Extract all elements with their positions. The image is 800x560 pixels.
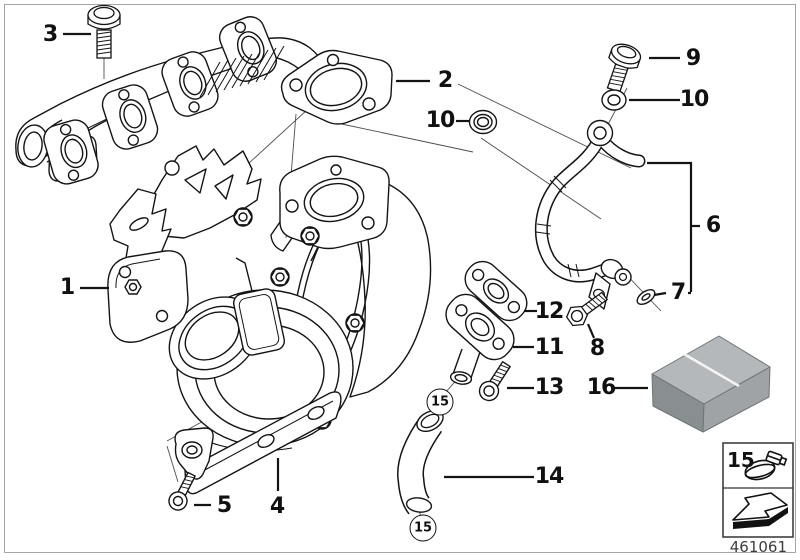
exhaust-gasket-drawing	[280, 49, 393, 125]
legend-box[interactable]	[722, 442, 794, 538]
hose-clamp-icon	[744, 450, 788, 481]
callout-14[interactable]: 14	[534, 464, 565, 489]
sealing-washers-drawing	[468, 89, 656, 305]
callout-5[interactable]: 5	[216, 493, 232, 518]
drain-hose-drawing	[397, 409, 444, 515]
callout-1[interactable]: 1	[59, 275, 75, 300]
callout-7[interactable]: 7	[670, 280, 686, 305]
callout-6[interactable]: 6	[705, 213, 721, 238]
callout-11[interactable]: 11	[534, 335, 565, 360]
oil-drain-drawing	[445, 260, 528, 402]
callout-10[interactable]: 10	[679, 87, 710, 112]
oil-pipe-drawing	[534, 119, 646, 310]
callout-12[interactable]: 12	[534, 299, 565, 324]
banjo-bolt-drawing	[606, 43, 642, 93]
callout-16[interactable]: 16	[586, 375, 617, 400]
callout-13[interactable]: 13	[534, 375, 565, 400]
leader-lines	[63, 32, 700, 507]
callout-2[interactable]: 2	[437, 68, 453, 93]
exhaust-manifold-drawing	[15, 16, 334, 185]
circled-callout-15[interactable]: 15	[409, 514, 437, 542]
legend-item-number: 15	[727, 448, 755, 472]
direction-arrow-icon	[732, 492, 788, 529]
callout-10[interactable]: 10	[425, 108, 456, 133]
callout-3[interactable]: 3	[42, 22, 58, 47]
turbocharger-drawing	[107, 145, 432, 452]
pipe-bracket-bolt-drawing	[565, 291, 609, 327]
diagram-id: 461061	[729, 538, 787, 556]
bracket-bolt-drawing	[168, 471, 196, 511]
support-bracket-drawing	[168, 391, 342, 511]
callout-8[interactable]: 8	[589, 336, 605, 361]
drain-bolt-drawing	[478, 361, 511, 402]
manifold-bolt-drawing	[87, 4, 121, 59]
parts-box-drawing	[651, 335, 771, 433]
callout-4[interactable]: 4	[269, 494, 285, 519]
callout-9[interactable]: 9	[685, 46, 701, 71]
circled-callout-15[interactable]: 15	[426, 388, 454, 416]
